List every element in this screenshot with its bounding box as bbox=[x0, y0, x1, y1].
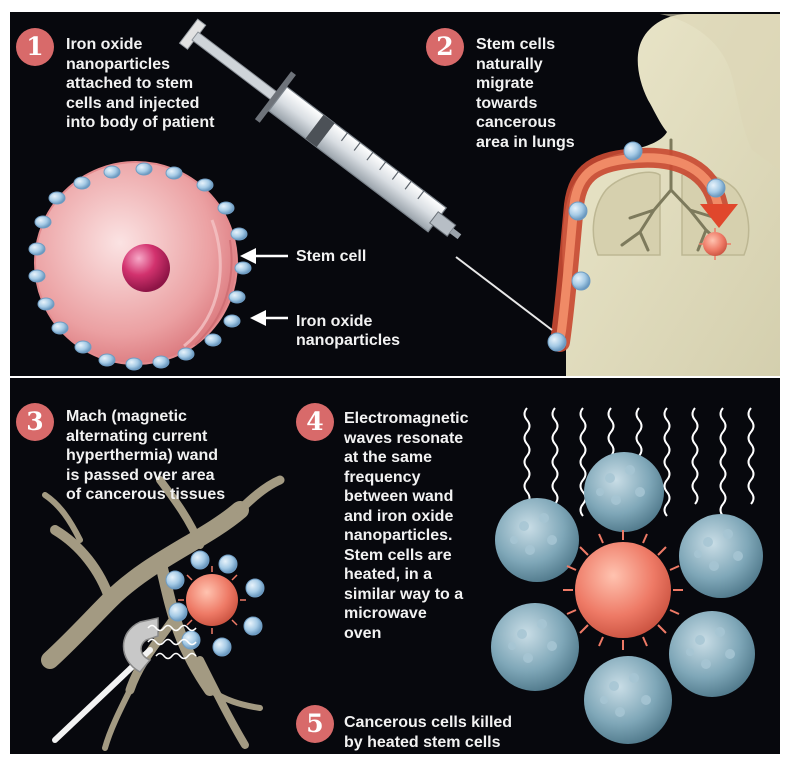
stem-cell-icon bbox=[29, 162, 251, 370]
cancer-cell-icon-large bbox=[563, 530, 683, 650]
heated-cell bbox=[495, 498, 579, 582]
step-text-4: Electromagnetic waves resonate at the sa… bbox=[344, 409, 494, 643]
nucleus bbox=[122, 244, 170, 292]
heated-cell bbox=[491, 603, 579, 691]
step-text-3: Mach (magnetic alternating current hyper… bbox=[66, 407, 286, 505]
bronchial-tree bbox=[45, 480, 280, 748]
step-badge-3: 3 bbox=[16, 403, 54, 441]
heated-cell bbox=[584, 656, 672, 744]
step-text-1: Iron oxide nanoparticles attached to ste… bbox=[66, 35, 266, 133]
step-badge-5: 5 bbox=[296, 705, 334, 743]
step-badge-4: 4 bbox=[296, 403, 334, 441]
heated-cell bbox=[669, 611, 755, 697]
heated-cell bbox=[679, 514, 763, 598]
cancer-cell-icon-small bbox=[178, 566, 246, 634]
label-arrows bbox=[240, 248, 288, 326]
step-text-5: Cancerous cells killed by heated stem ce… bbox=[344, 713, 574, 752]
step-badge-1: 1 bbox=[16, 28, 54, 66]
step-badge-2: 2 bbox=[426, 28, 464, 66]
label-stem-cell: Stem cell bbox=[296, 247, 366, 266]
label-nanoparticles: Iron oxide nanoparticles bbox=[296, 312, 400, 350]
step-text-2: Stem cells naturally migrate towards can… bbox=[476, 35, 616, 152]
